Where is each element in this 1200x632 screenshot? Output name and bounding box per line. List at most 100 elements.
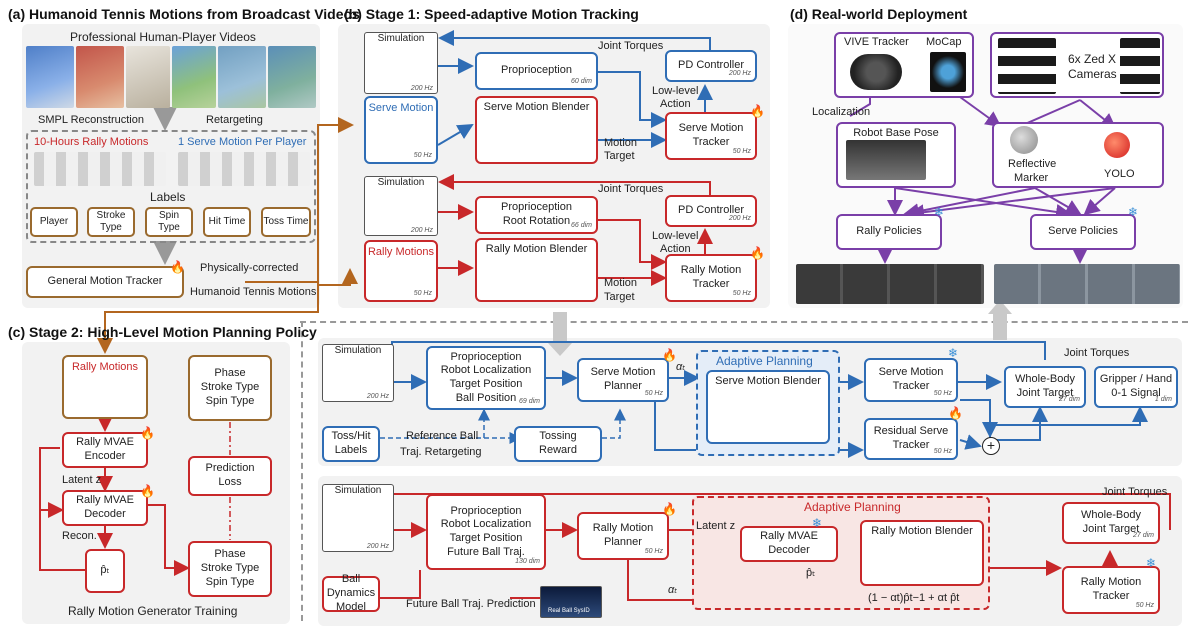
b-rally-joint-torques: Joint Torques bbox=[598, 183, 664, 195]
s-wbjt-dim: 27 dim bbox=[1058, 396, 1080, 404]
s-observation-dim: 69 dim bbox=[518, 398, 540, 406]
mocap-image bbox=[930, 52, 966, 92]
phys-label-1: Physically-corrected bbox=[200, 262, 299, 274]
b-serve-motion-label: Serve Motion bbox=[368, 102, 434, 114]
b-serve-tracker-hz: 50 Hz bbox=[732, 148, 751, 156]
r-planner-label: Rally Motion bbox=[592, 522, 654, 535]
s-ref-ball: Reference Ball bbox=[406, 430, 479, 442]
s-planner-fire-icon: 🔥 bbox=[662, 348, 677, 362]
video-thumb-4 bbox=[172, 46, 216, 108]
yolo-ball-image bbox=[1104, 132, 1130, 158]
s-residual-fire-icon: 🔥 bbox=[948, 406, 963, 420]
s-gripper-dim: 1 dim bbox=[1154, 396, 1172, 404]
robot-base-pose-label: Robot Base Pose bbox=[853, 127, 939, 139]
s-adaptive-label: Adaptive Planning bbox=[716, 354, 813, 368]
video-thumb-2 bbox=[76, 46, 124, 108]
s-joint-torques: Joint Torques bbox=[1064, 347, 1130, 359]
b-rally-tracker-label-2: Tracker bbox=[692, 278, 730, 290]
b-serve-tracker-label: Serve Motion bbox=[678, 122, 744, 135]
r-tracker-hz: 50 Hz bbox=[1135, 602, 1154, 610]
r-blender: Rally Motion Blender bbox=[860, 520, 984, 586]
yolo-label: YOLO bbox=[1104, 168, 1135, 180]
c-recon-label: Recon. bbox=[62, 530, 97, 542]
s-sum-icon: + bbox=[982, 437, 1000, 455]
s-residual-label: Residual Serve bbox=[873, 425, 949, 438]
b-serve-tracker-fire-icon: 🔥 bbox=[750, 104, 765, 118]
s-traj-retarget: Traj. Retargeting bbox=[400, 446, 482, 458]
zed-label-2: Cameras bbox=[1068, 67, 1117, 81]
r-tracker-label: Rally Motion bbox=[1080, 576, 1142, 589]
b-rally-sim-hz: 200 Hz bbox=[410, 227, 433, 234]
zed-cameras-image bbox=[998, 38, 1056, 94]
b-rally-tracker-fire-icon: 🔥 bbox=[750, 246, 765, 260]
rally-policies-label: Rally Policies bbox=[856, 225, 922, 238]
b-serve-low-level: Low-level bbox=[652, 85, 699, 97]
b-serve-sim-label: Simulation bbox=[377, 33, 425, 44]
s-gripper-label-2: 0-1 Signal bbox=[1111, 387, 1161, 399]
r-decoder-snow-icon: ❄ bbox=[812, 516, 823, 530]
s-ball-pos-label: Ball Position bbox=[455, 391, 517, 404]
label-hit-time: Hit Time bbox=[203, 207, 251, 237]
b-serve-blender: Serve Motion Blender bbox=[475, 96, 598, 164]
labels-title: Labels bbox=[150, 190, 186, 204]
s-proprio-label: Proprioception bbox=[450, 350, 522, 363]
r-future-label: Future Ball Traj. bbox=[447, 545, 525, 558]
s-tracker-snow-icon: ❄ bbox=[948, 346, 959, 360]
r-adaptive-label: Adaptive Planning bbox=[804, 500, 901, 514]
real-ball-sysid-label: Real Ball SysID bbox=[548, 608, 590, 614]
b-serve-tracker-label-2: Tracker bbox=[692, 136, 730, 148]
b-rally-pd-hz: 200 Hz bbox=[728, 215, 751, 223]
c-rally-motions: Rally Motions bbox=[62, 355, 148, 419]
r-joint-torques: Joint Torques bbox=[1102, 486, 1168, 498]
r-target-pos-label: Target Position bbox=[449, 532, 523, 544]
c-decoder-fire-icon: 🔥 bbox=[140, 484, 155, 498]
r-tracker-label-2: Tracker bbox=[1092, 590, 1130, 602]
b-serve-motion-target-2: Target bbox=[604, 150, 635, 162]
b-rally-tracker-hz: 50 Hz bbox=[732, 290, 751, 298]
panel-c-title: (c) Stage 2: High-Level Motion Planning … bbox=[8, 324, 317, 340]
smpl-label: SMPL Reconstruction bbox=[38, 114, 144, 126]
b-rally-action: Action bbox=[660, 243, 691, 255]
b-rally-pd-label: PD Controller bbox=[677, 204, 745, 217]
b-serve-pd-label: PD Controller bbox=[677, 59, 745, 72]
r-phat-label: p̂ₜ bbox=[806, 567, 816, 579]
c-encoder-fire-icon: 🔥 bbox=[140, 426, 155, 440]
panel-a-title: (a) Humanoid Tennis Motions from Broadca… bbox=[8, 6, 360, 22]
s-gripper-label: Gripper / Hand bbox=[1099, 373, 1173, 386]
serve-policies-label: Serve Policies bbox=[1048, 225, 1118, 238]
b-serve-motion-target-1: Motion bbox=[604, 137, 638, 149]
b-rally-motion-target-1: Motion bbox=[604, 277, 638, 289]
b-rally-blender-label: Rally Motion Blender bbox=[485, 243, 588, 255]
real-ball-sysid-image bbox=[540, 586, 602, 618]
s-target-pos-label: Target Position bbox=[449, 378, 523, 390]
s-sim-hz: 200 Hz bbox=[366, 393, 389, 400]
r-proprio-label: Proprioception bbox=[450, 504, 522, 517]
r-planner-hz: 50 Hz bbox=[644, 548, 663, 556]
panel-b-title: (b) Stage 1: Speed-adaptive Motion Track… bbox=[344, 6, 639, 22]
r-sim-hz: 200 Hz bbox=[366, 543, 389, 550]
vive-tracker-image bbox=[850, 54, 902, 90]
r-planner-label-2: Planner bbox=[604, 536, 642, 548]
b-rally-low-level: Low-level bbox=[652, 230, 699, 242]
label-stroke-type: Stroke Type bbox=[87, 207, 135, 237]
b-serve-proprio-dim: 60 dim bbox=[570, 78, 592, 86]
s-reward-label: Reward bbox=[539, 444, 577, 456]
